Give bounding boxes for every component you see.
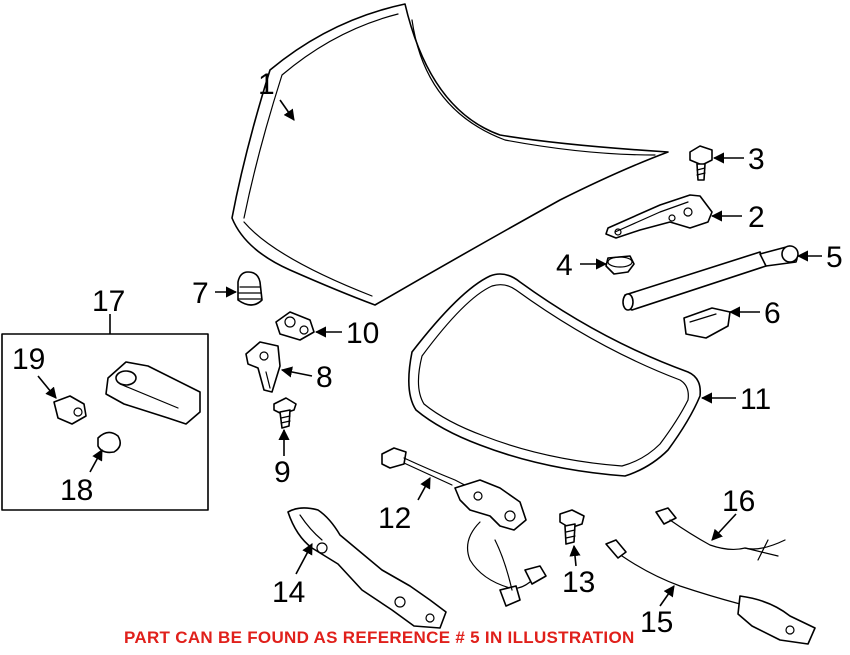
support-bracket [683, 307, 731, 339]
callout-12: 12 [378, 502, 411, 535]
interior-release-handle [105, 361, 201, 425]
callout-16: 16 [722, 485, 755, 518]
callout-8: 8 [316, 361, 333, 394]
retaining-clip [275, 311, 315, 341]
hood-hinge [605, 194, 713, 239]
handle-cap [97, 431, 122, 454]
callout-13: 13 [562, 566, 595, 599]
callout-labels: 1 2 3 4 5 6 7 8 9 10 11 12 13 14 15 16 1… [12, 68, 843, 639]
callout-10: 10 [346, 317, 379, 350]
callout-2: 2 [748, 201, 765, 234]
latch-bolt [559, 509, 585, 545]
hood-latch-assembly [381, 447, 547, 607]
callout-14: 14 [272, 576, 305, 609]
hood-panel [231, 3, 669, 306]
hood-seal [408, 273, 702, 477]
grommet [605, 255, 635, 275]
handle-clip [53, 395, 87, 425]
striker-bracket [245, 341, 281, 393]
reference-footnote: PART CAN BE FOUND AS REFERENCE # 5 IN IL… [124, 628, 635, 647]
leader-lines [37, 99, 822, 607]
callout-7: 7 [192, 277, 209, 310]
hood-release-cable [655, 507, 786, 561]
release-handle-kit-box [1, 333, 209, 511]
bracket-screw [273, 397, 297, 429]
callout-17: 17 [92, 285, 125, 318]
callout-6: 6 [764, 297, 781, 330]
callout-3: 3 [748, 143, 765, 176]
hood-hinge-bolt [689, 145, 713, 181]
callout-18: 18 [60, 474, 93, 507]
hood-bumper [237, 271, 263, 306]
callout-1: 1 [258, 68, 275, 101]
callout-11: 11 [740, 383, 771, 416]
latch-support-panel [287, 507, 447, 629]
hood-release-handle [605, 539, 816, 645]
callout-9: 9 [274, 456, 291, 489]
callout-19: 19 [12, 343, 45, 376]
callout-4: 4 [556, 249, 573, 282]
callout-15: 15 [640, 606, 673, 639]
callout-5: 5 [826, 241, 843, 274]
